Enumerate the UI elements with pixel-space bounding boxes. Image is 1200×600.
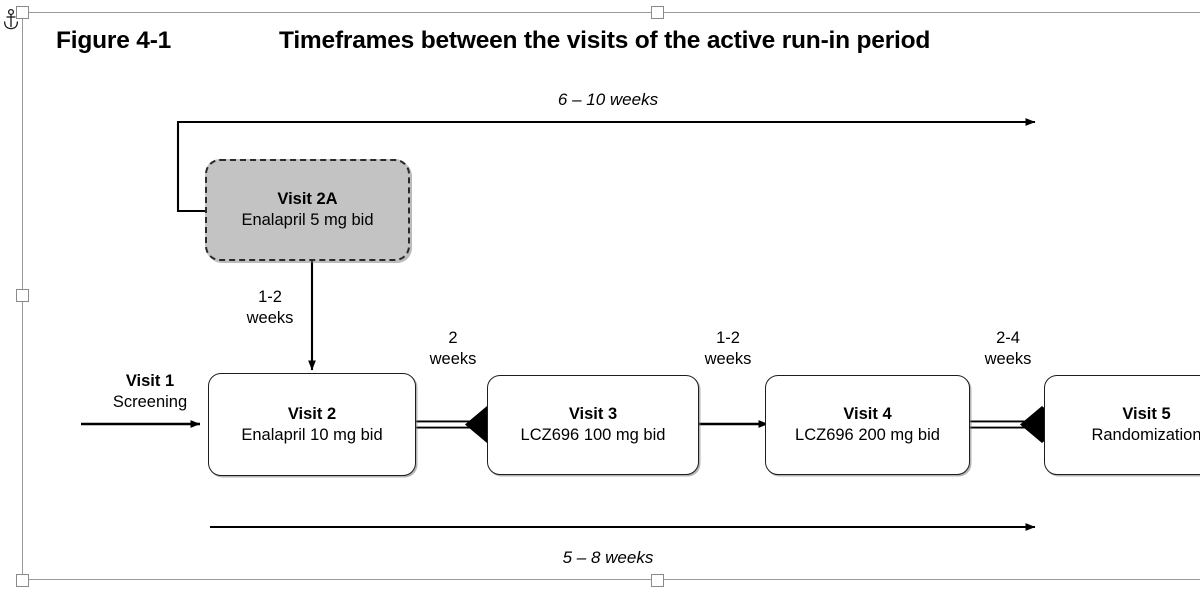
node-visit-2-title: Visit 2 [287,404,337,423]
node-visit-2a[interactable]: Visit 2A Enalapril 5 mg bid [205,159,410,261]
node-visit-3-title: Visit 3 [568,405,618,424]
figure-title: Timeframes between the visits of the act… [279,27,931,54]
node-visit-3[interactable]: Visit 3 LCZ696 100 mg bid [487,375,699,475]
selection-handle-bottom-left[interactable] [16,574,29,587]
selection-handle-top-left[interactable] [16,6,29,19]
node-visit-4-title: Visit 4 [843,405,892,424]
interval-label-v3-to-v4: 1-2 weeks [704,329,752,368]
node-visit-5-title: Visit 5 [1122,405,1171,424]
node-visit-2a-title: Visit 2A [277,190,338,209]
figure-number: Figure 4-1 [56,27,172,54]
anchor-icon [3,8,19,30]
node-visit-5-subtitle: Randomization [1091,426,1200,444]
selection-handle-middle-left[interactable] [16,289,29,302]
node-visit-3-subtitle: LCZ696 100 mg bid [520,426,666,444]
top-span-arrow [176,118,1036,213]
selection-handle-bottom-center[interactable] [651,574,664,587]
selection-handle-top-center[interactable] [651,6,664,19]
interval-label-v2a-to-v2: 1-2 weeks [246,288,294,327]
node-visit-4-subtitle: LCZ696 200 mg bid [795,426,940,444]
node-visit-2-subtitle: Enalapril 10 mg bid [241,425,383,444]
node-visit-4[interactable]: Visit 4 LCZ696 200 mg bid [765,375,970,475]
node-visit-2[interactable]: Visit 2 Enalapril 10 mg bid [208,373,416,476]
figure-container: Figure 4-1 Timeframes between the visits… [23,13,1200,579]
span-label-bottom: 5 – 8 weeks [562,548,654,567]
span-label-top: 6 – 10 weeks [557,90,659,109]
entry-label-visit-1: Visit 1 Screening [112,372,188,411]
interval-label-v4-to-v5: 2-4 weeks [984,329,1032,368]
node-visit-5[interactable]: Visit 5 Randomization [1044,375,1200,475]
interval-label-v2-to-v3: 2 weeks [429,329,477,368]
node-visit-2a-subtitle: Enalapril 5 mg bid [241,211,374,229]
